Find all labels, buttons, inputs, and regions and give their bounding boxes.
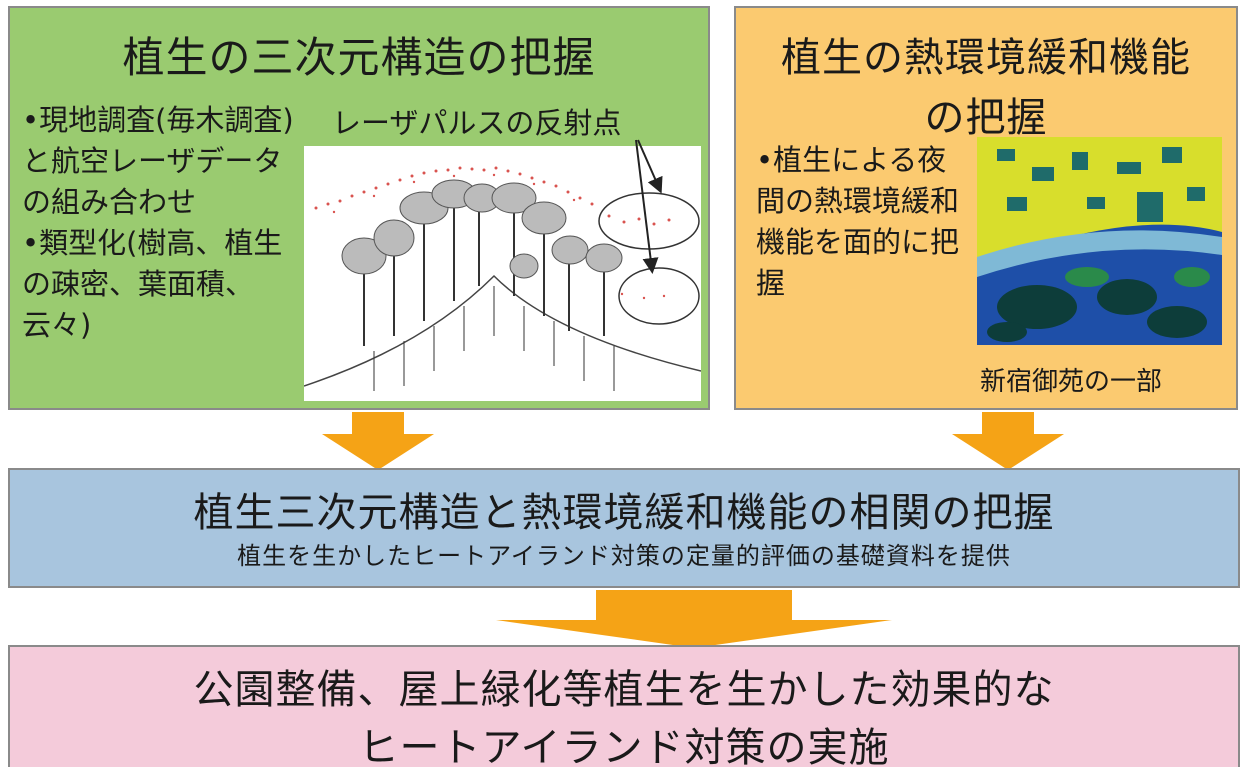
vegetation-structure-panel: 植生の三次元構造の把握 •現地調査(毎木調査)と航空レーザデータの組み合わせ •… xyxy=(8,6,710,410)
implementation-title: 公園整備、屋上緑化等植生を生かした効果的な ヒートアイランド対策の実施 xyxy=(10,661,1238,777)
laser-reflection-caption: レーザパルスの反射点 xyxy=(332,106,622,140)
ground-profile xyxy=(303,274,702,387)
vegetation-structure-bullets: •現地調査(毎木調査)と航空レーザデータの組み合わせ •類型化(樹高、植生の疎密… xyxy=(22,100,300,346)
tree-cross-section-illustration xyxy=(303,166,702,391)
thermal-map-image xyxy=(977,137,1222,345)
laser-points xyxy=(314,166,671,300)
trees xyxy=(363,201,605,346)
implementation-title-line1: 公園整備、屋上緑化等植生を生かした効果的な xyxy=(193,667,1055,713)
implementation-panel: 公園整備、屋上緑化等植生を生かした効果的な ヒートアイランド対策の実施 xyxy=(8,645,1240,771)
pointer-arrow-lower xyxy=(635,139,659,274)
implementation-title-line2: ヒートアイランド対策の実施 xyxy=(358,725,890,771)
vegetation-structure-title: 植生の三次元構造の把握 xyxy=(122,33,596,82)
thermal-function-title: 植生の熱環境緩和機能 の把握 xyxy=(736,28,1236,148)
correlation-title: 植生三次元構造と熱環境緩和機能の相関の把握 xyxy=(193,490,1055,536)
thermal-function-panel: 植生の熱環境緩和機能 の把握 •植生による夜間の熱環境緩和機能を面的に把握 xyxy=(734,6,1238,410)
species-label-ticks xyxy=(373,286,615,391)
pointer-arrow-upper xyxy=(637,139,663,194)
thermal-title-line2: の把握 xyxy=(924,95,1048,141)
laser-zone-ellipse-lower xyxy=(618,267,700,325)
thermal-map-illustration xyxy=(977,137,1222,345)
thermal-map-caption: 新宿御苑の一部 xyxy=(980,367,1163,397)
thermal-title-line1: 植生の熱環境緩和機能 xyxy=(781,35,1191,81)
bullet-field-survey: •現地調査(毎木調査)と航空レーザデータの組み合わせ xyxy=(22,103,294,219)
laser-tree-figure xyxy=(303,146,702,401)
tree-crowns xyxy=(341,179,623,279)
flow-arrow-right xyxy=(952,412,1064,470)
flow-arrow-center xyxy=(496,590,892,648)
flow-arrow-left xyxy=(322,412,434,470)
correlation-panel: 植生三次元構造と熱環境緩和機能の相関の把握 植生を生かしたヒートアイランド対策の… xyxy=(8,468,1240,588)
bullet-classification: •類型化(樹高、植生の疎密、葉面積、云々) xyxy=(22,226,283,342)
thermal-bullet: •植生による夜間の熱環境緩和機能を面的に把握 xyxy=(756,143,960,300)
correlation-subtitle: 植生を生かしたヒートアイランド対策の定量的評価の基礎資料を提供 xyxy=(237,542,1011,570)
